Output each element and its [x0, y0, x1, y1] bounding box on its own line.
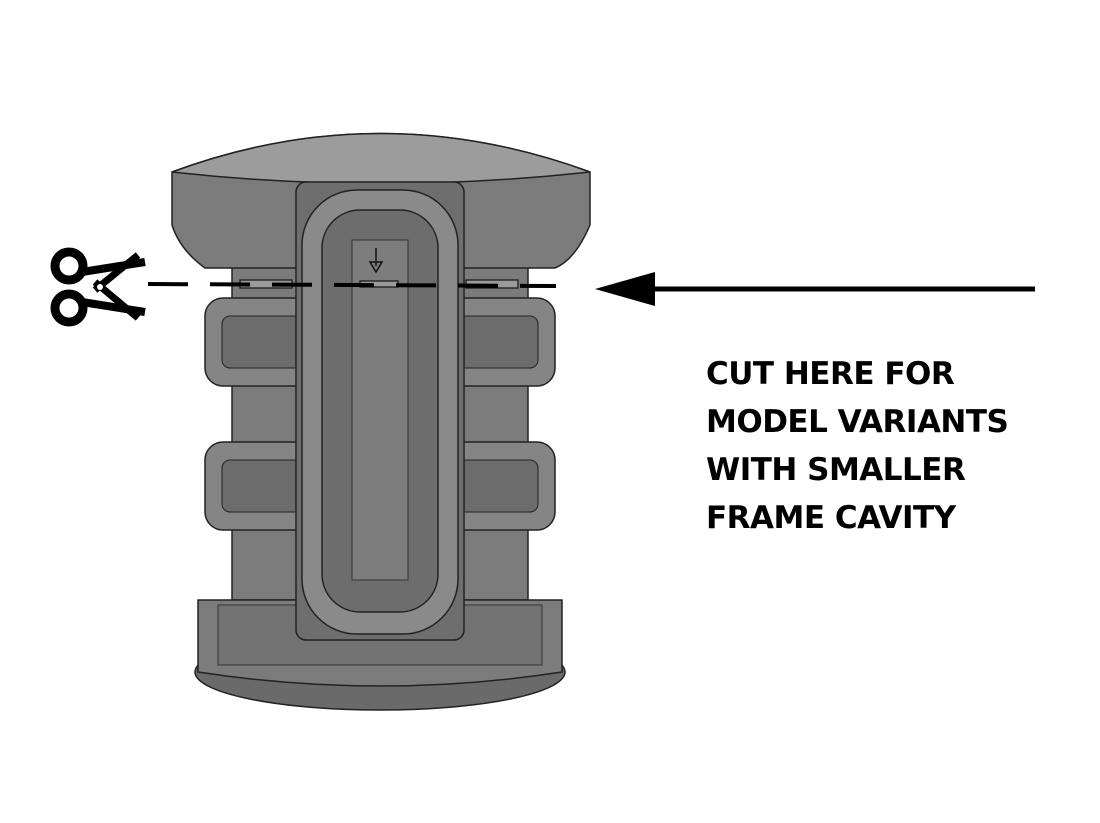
cut-instruction-text: CUT HERE FOR MODEL VARIANTS WITH SMALLER… [706, 350, 1009, 542]
cut-line [147, 282, 557, 288]
instruction-line: WITH SMALLER [706, 452, 966, 488]
scissors-icon [50, 247, 146, 327]
arrow-left-icon [595, 272, 1035, 306]
instruction-line: CUT HERE FOR [706, 356, 955, 392]
arrow-down-icon [368, 248, 384, 274]
instruction-line: MODEL VARIANTS [706, 404, 1009, 440]
instruction-line: FRAME CAVITY [706, 500, 956, 536]
